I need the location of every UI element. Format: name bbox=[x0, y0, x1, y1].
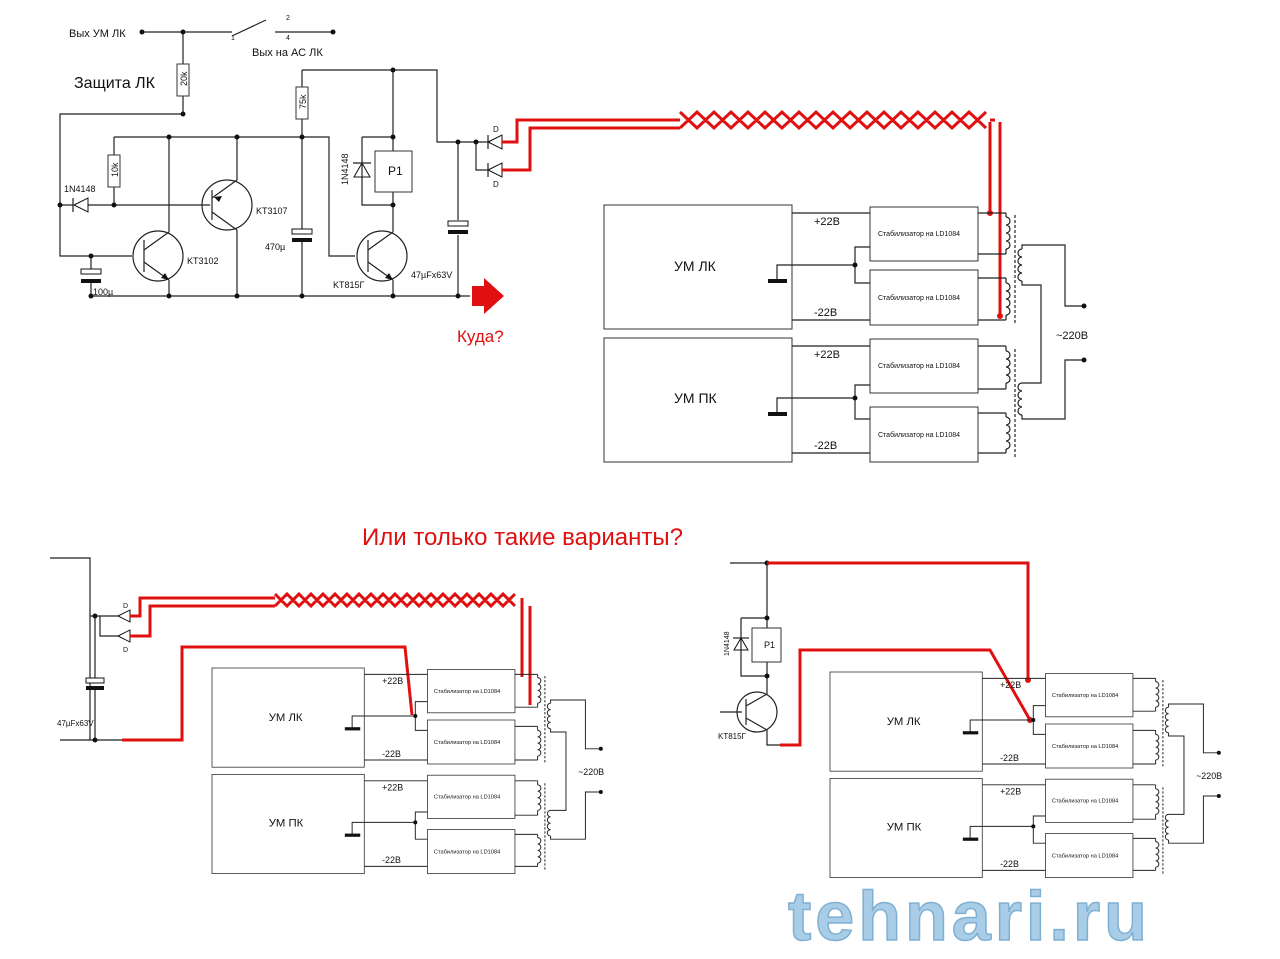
minus-rail-label: -22В bbox=[382, 749, 401, 759]
minus-rail-label: -22В bbox=[1000, 859, 1019, 869]
mains-label: ~220В bbox=[578, 767, 604, 777]
minus-rail-label: -22В bbox=[814, 440, 837, 452]
question-label: Куда? bbox=[457, 327, 504, 346]
stabilizer-label: Стабилизатор на LD1084 bbox=[1052, 854, 1118, 860]
stabilizer-label: Стабилизатор на LD1084 bbox=[1052, 798, 1118, 804]
r10k-label: 10k bbox=[110, 162, 120, 177]
stabilizer-label: Стабилизатор на LD1084 bbox=[434, 850, 500, 856]
diode2-label: 1N4148 bbox=[340, 153, 350, 185]
amp-left-label: УМ ЛК bbox=[269, 712, 303, 724]
c100-label: 100µ bbox=[93, 287, 113, 297]
diode-d-label: D bbox=[493, 125, 499, 134]
out-amp-label: Вых УМ ЛК bbox=[69, 28, 126, 40]
c47-label: 47µFx63V bbox=[57, 719, 94, 728]
plus-rail-label: +22В bbox=[814, 216, 840, 228]
plus-rail-label: +22В bbox=[382, 782, 403, 792]
minus-rail-label: -22В bbox=[382, 855, 401, 865]
stabilizer-label: Стабилизатор на LD1084 bbox=[1052, 693, 1118, 699]
plus-rail-label: +22В bbox=[382, 676, 403, 686]
stabilizer-label: Стабилизатор на LD1084 bbox=[878, 230, 960, 238]
stabilizer-label: Стабилизатор на LD1084 bbox=[434, 740, 500, 746]
stabilizer-label: Стабилизатор на LD1084 bbox=[434, 794, 500, 800]
stabilizer-label: Стабилизатор на LD1084 bbox=[878, 362, 960, 370]
c47-label: 47µFx63V bbox=[411, 270, 452, 280]
watermark-logo: tehnari.ru bbox=[788, 877, 1151, 955]
mains-label: ~220В bbox=[1196, 771, 1222, 781]
switch-pin-1: 1 bbox=[231, 35, 235, 42]
variant-right: P1 1N4148 KT815Г bbox=[718, 560, 1033, 747]
r75k-label: 75k bbox=[298, 94, 308, 109]
plus-rail-label: +22В bbox=[1000, 680, 1021, 690]
amp-right-label: УМ ПК bbox=[887, 821, 922, 833]
switch-pin-2: 2 bbox=[286, 15, 290, 22]
minus-rail-label: -22В bbox=[1000, 753, 1019, 763]
switch-pin-4: 4 bbox=[286, 35, 290, 42]
amp-left-label: УМ ЛК bbox=[887, 716, 921, 728]
twisted-pair bbox=[678, 109, 995, 131]
psu-block-left: УМ ЛК УМ ПК +22В -22В +22В -22В Стабилизатор н… bbox=[211, 667, 604, 875]
diode-d-label: D bbox=[123, 647, 128, 654]
stabilizer-label: Стабилизатор на LD1084 bbox=[878, 294, 960, 302]
psu-block-right: УМ ЛК УМ ПК +22В -22В +22В -22В Стабилизатор н… bbox=[829, 671, 1222, 879]
mains-label: ~220В bbox=[1056, 330, 1088, 342]
stabilizer-label: Стабилизатор на LD1084 bbox=[1052, 744, 1118, 750]
plus-rail-label: +22В bbox=[814, 349, 840, 361]
relay-label: P1 bbox=[764, 640, 775, 650]
r20k-label: 20k bbox=[179, 71, 189, 86]
q2-label: KT3102 bbox=[187, 256, 219, 266]
q3-label: KT815Г bbox=[333, 280, 365, 290]
stabilizer-label: Стабилизатор на LD1084 bbox=[878, 431, 960, 439]
diode-d-label: D bbox=[493, 180, 499, 189]
psu-block-top: УМ ЛК УМ ПК +22В -22В +22В -22В Стабилизатор н… bbox=[603, 204, 1088, 463]
c470-label: 470µ bbox=[265, 242, 285, 252]
q1-label: KT3107 bbox=[256, 206, 288, 216]
diode-d-label: D bbox=[123, 603, 128, 610]
out-speaker-label: Вых на АС ЛК bbox=[252, 47, 323, 59]
protection-circuit: Вых УМ ЛК Вых на АС ЛК 1 2 4 Защита ЛК 2… bbox=[57, 15, 1003, 346]
transistor-label: KT815Г bbox=[718, 732, 747, 741]
diode1-label: 1N4148 bbox=[64, 184, 96, 194]
protection-label: Защита ЛК bbox=[74, 75, 156, 92]
arrow-icon bbox=[472, 278, 504, 314]
minus-rail-label: -22В bbox=[814, 307, 837, 319]
amp-right-label: УМ ПК bbox=[674, 390, 718, 406]
relay-label: P1 bbox=[388, 164, 403, 178]
diode-label: 1N4148 bbox=[724, 631, 731, 656]
stabilizer-label: Стабилизатор на LD1084 bbox=[434, 689, 500, 695]
variant-left: 47µFx63V D D bbox=[50, 557, 532, 743]
amp-left-label: УМ ЛК bbox=[674, 258, 717, 274]
subtitle: Или только такие варианты? bbox=[362, 524, 683, 551]
plus-rail-label: +22В bbox=[1000, 786, 1021, 796]
amp-right-label: УМ ПК bbox=[269, 817, 304, 829]
